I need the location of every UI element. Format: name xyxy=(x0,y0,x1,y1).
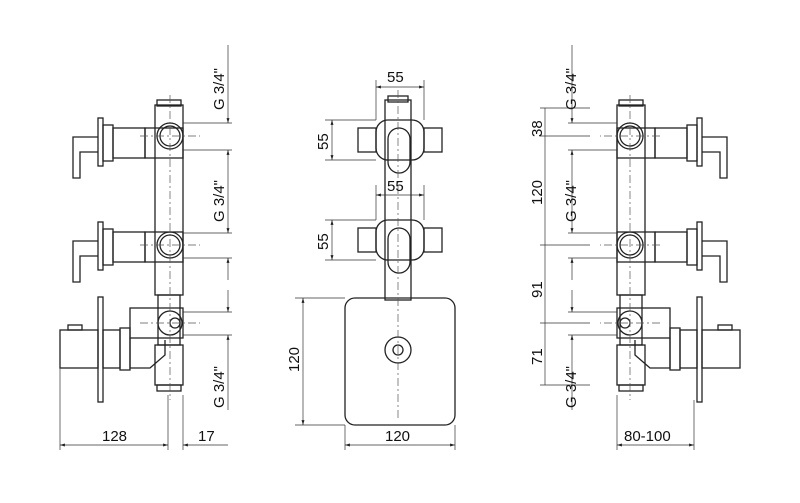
right-side-view: G 3/4" G 3/4" G 3/4" 38 120 91 71 80-100 xyxy=(529,45,740,450)
left-side-view: G 3/4" G 3/4" G 3/4" 128 17 xyxy=(60,45,232,450)
thread-label: G 3/4" xyxy=(563,180,580,222)
dim-depth: 128 xyxy=(102,428,127,445)
dim-71: 71 xyxy=(529,348,546,365)
dim-38: 38 xyxy=(529,120,546,137)
front-view: 55 55 55 55 120 120 xyxy=(286,69,456,450)
thread-label: G 3/4" xyxy=(563,68,580,110)
thread-label: G 3/4" xyxy=(563,366,580,408)
dim-mid-height: 55 xyxy=(315,233,332,250)
thread-label: G 3/4" xyxy=(211,180,228,222)
thread-label: G 3/4" xyxy=(211,68,228,110)
dim-mid-width: 55 xyxy=(387,178,404,195)
dim-top-width: 55 xyxy=(387,69,404,86)
thread-label: G 3/4" xyxy=(211,366,228,408)
dim-plate-height: 120 xyxy=(286,347,303,372)
dim-plate-width: 120 xyxy=(385,428,410,445)
dim-offset: 17 xyxy=(198,428,215,445)
dim-wall-thickness: 80-100 xyxy=(624,428,671,445)
dim-120: 120 xyxy=(529,180,546,205)
dim-91: 91 xyxy=(529,281,546,298)
dim-top-height: 55 xyxy=(315,133,332,150)
